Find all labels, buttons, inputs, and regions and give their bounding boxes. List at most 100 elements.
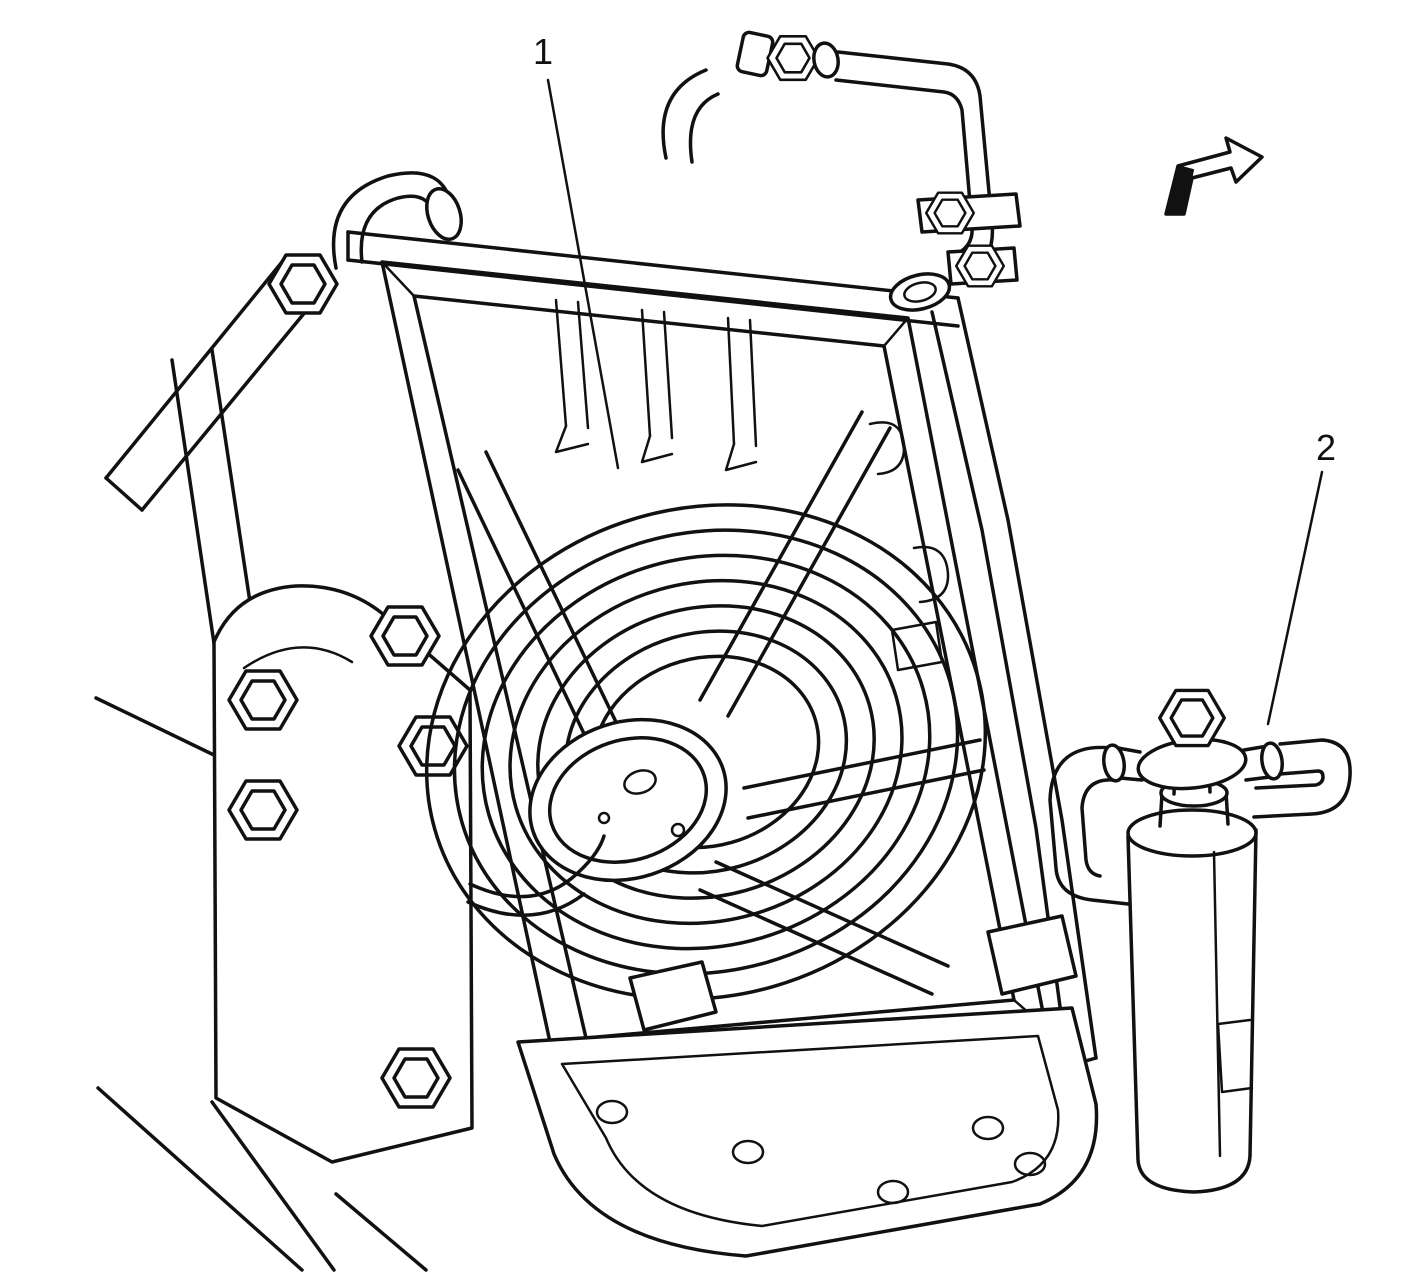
hex-bolt-icon xyxy=(227,779,299,841)
cooling-fan xyxy=(424,503,988,1001)
shroud-side-clips xyxy=(868,421,950,672)
pan-foot xyxy=(628,960,718,1032)
corner-tick xyxy=(882,316,910,348)
loop-hose xyxy=(1254,769,1325,790)
valve-port xyxy=(1116,746,1142,754)
oil-pan-flange xyxy=(516,914,1099,1258)
rib-hook xyxy=(554,424,590,454)
block-wedge-line xyxy=(334,1192,428,1272)
valve-drop-hose xyxy=(1048,745,1130,906)
rib xyxy=(640,308,652,438)
hex-bolt-icon xyxy=(267,253,339,315)
flange-hole xyxy=(731,1139,765,1165)
fan-hub xyxy=(528,717,728,883)
callout-2-leader-line xyxy=(1266,470,1324,726)
callout-1-label: 1 xyxy=(533,31,553,72)
valve-port xyxy=(1244,775,1272,782)
engine-cable xyxy=(466,834,606,917)
arm xyxy=(726,426,892,718)
plate-detail xyxy=(242,646,354,670)
hose-line xyxy=(210,348,258,644)
arrow-tail-fill xyxy=(1164,164,1195,215)
hex-bolt-icon xyxy=(924,191,976,235)
rib xyxy=(554,298,568,428)
flange-hole xyxy=(595,1099,629,1125)
valve-hex-cap xyxy=(1158,688,1226,748)
pipe-end xyxy=(425,187,463,241)
clip-tab xyxy=(890,620,944,672)
valve-port-cap xyxy=(1260,741,1284,781)
pipe-elbow-inner xyxy=(359,194,436,264)
callout-1: 1 xyxy=(533,31,620,470)
accumulator-top xyxy=(1126,808,1258,858)
accumulator-seam xyxy=(1212,850,1222,1158)
hex-bolt-icon xyxy=(380,1047,452,1109)
cable-line xyxy=(468,834,606,899)
valve-drop-hose xyxy=(1080,778,1116,878)
pipe-elbow xyxy=(331,171,454,270)
arm xyxy=(698,410,864,702)
arm xyxy=(698,888,934,996)
hub-hole xyxy=(670,822,686,838)
clip xyxy=(912,545,950,604)
shroud-ribs xyxy=(554,298,758,472)
flange-hole xyxy=(876,1179,910,1205)
loop-hose xyxy=(1252,738,1352,819)
block-wedge-line xyxy=(210,1100,336,1272)
line-fitting xyxy=(812,41,840,79)
line-segment xyxy=(688,92,720,164)
arm xyxy=(742,738,982,790)
rib xyxy=(576,300,590,430)
arm xyxy=(456,468,590,744)
hex-bolt-icon xyxy=(227,669,299,731)
line-segment xyxy=(834,78,974,228)
flange-inner xyxy=(560,1034,1060,1228)
line-segment xyxy=(836,50,994,226)
hose-end xyxy=(104,476,144,512)
hose-line xyxy=(140,292,322,512)
fan-ring xyxy=(424,503,988,1001)
arm xyxy=(484,450,618,724)
callout-1-leader-line xyxy=(546,78,620,470)
block-wedge-line xyxy=(96,1086,304,1272)
tie-bar-line xyxy=(346,258,960,328)
hex-bolt-icon xyxy=(369,605,441,667)
hub-hole xyxy=(597,811,611,825)
valve-port xyxy=(1118,776,1144,782)
hose-line xyxy=(104,260,284,480)
hub-slot xyxy=(623,769,657,795)
flange-hole xyxy=(1013,1151,1047,1177)
clip xyxy=(868,421,906,476)
fan-ring xyxy=(480,553,932,951)
top-lines xyxy=(661,30,1022,312)
hex-bolt-icon xyxy=(954,244,1006,288)
radiator-neck xyxy=(888,272,952,312)
accumulator-valve-fitting xyxy=(1048,688,1352,906)
block-edge xyxy=(94,696,218,758)
callout-2: 2 xyxy=(1266,427,1336,726)
arm xyxy=(746,768,986,820)
ac-accumulator xyxy=(1126,778,1258,1194)
flange-outer xyxy=(516,1006,1099,1258)
tie-bar-line xyxy=(346,230,960,300)
hex-nut-icon xyxy=(766,34,820,82)
accumulator-cap-side xyxy=(1158,792,1164,828)
rib-hook xyxy=(724,442,758,472)
hub-inner xyxy=(547,736,709,864)
accumulator-bracket xyxy=(1216,1018,1254,1094)
accumulator-body xyxy=(1126,828,1258,1194)
hose-line xyxy=(170,358,217,652)
front-direction-arrow-icon xyxy=(1164,136,1264,216)
rib xyxy=(662,310,674,440)
arm xyxy=(714,860,950,968)
engine-block xyxy=(94,584,474,1272)
callout-2-label: 2 xyxy=(1316,427,1336,468)
line-segment xyxy=(661,68,708,160)
rib xyxy=(748,318,758,448)
radiator-neck-inner xyxy=(903,281,937,303)
flange-hole xyxy=(971,1115,1005,1141)
cable-line xyxy=(466,892,586,917)
pan-foot xyxy=(986,914,1078,996)
